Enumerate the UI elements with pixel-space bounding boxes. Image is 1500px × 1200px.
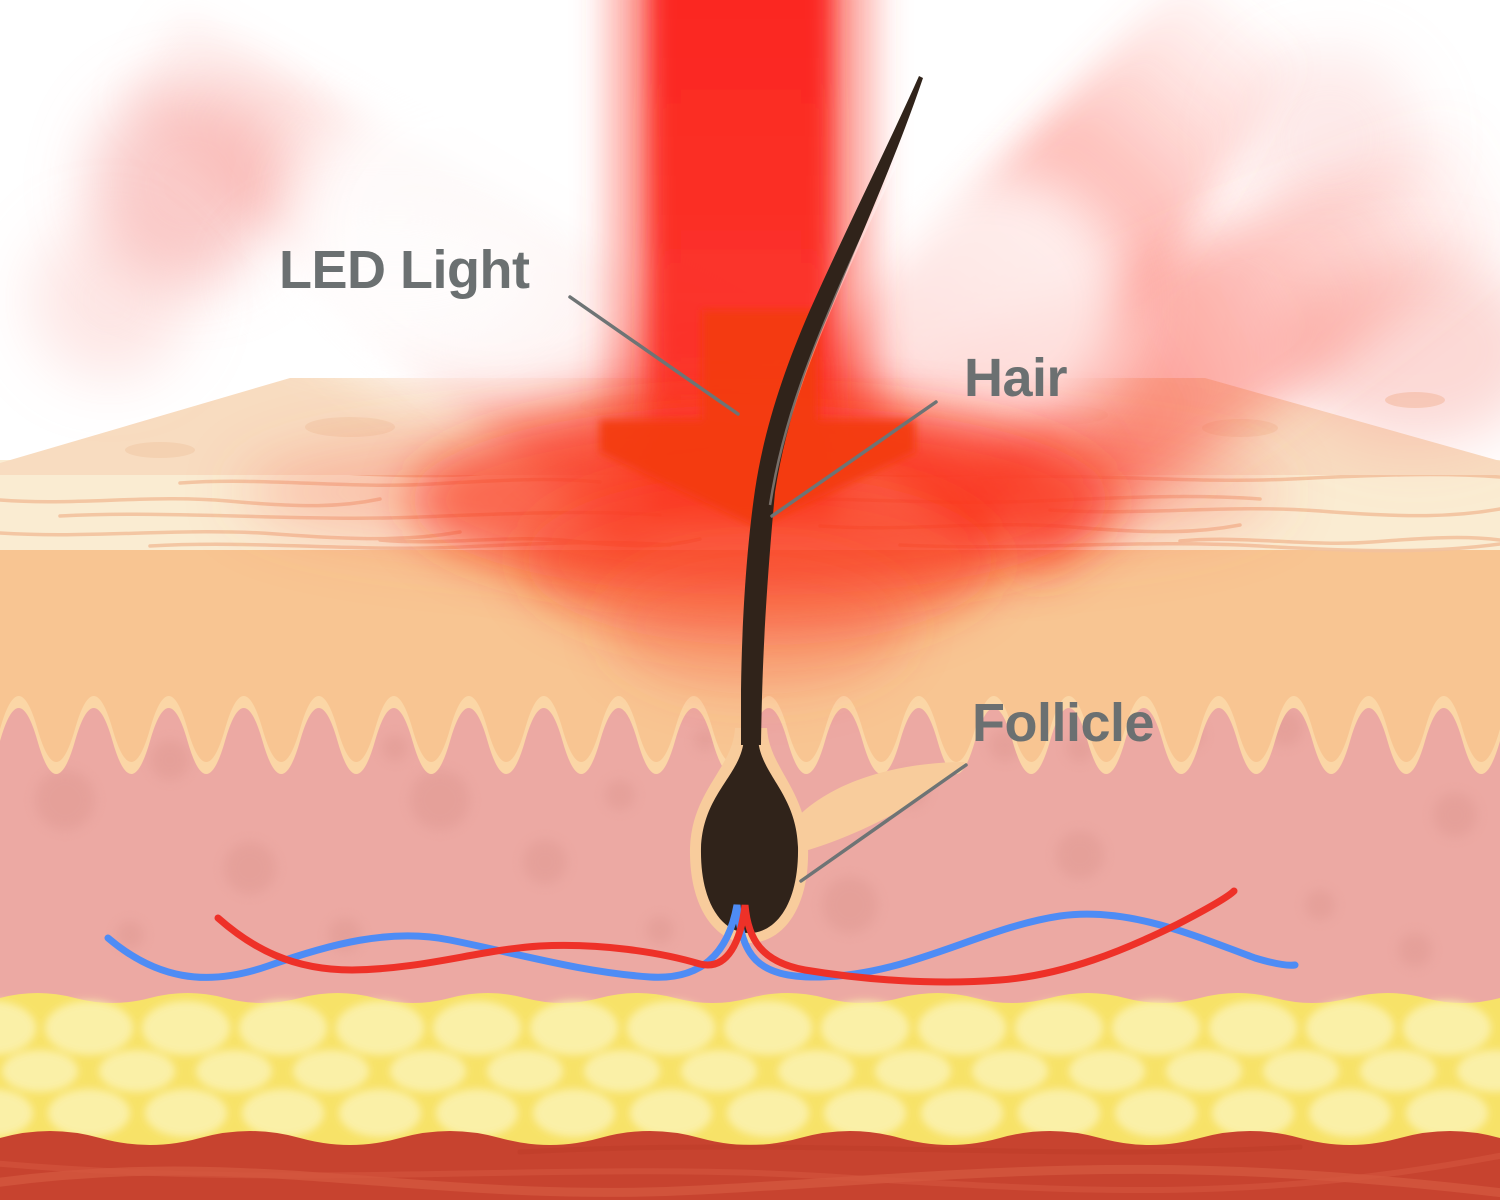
label-led-light: LED Light — [279, 240, 530, 300]
pointer-line-hair — [770, 400, 938, 518]
fat-cells — [0, 1001, 1500, 1137]
blood-vessel-blue — [104, 904, 1299, 981]
pointer-line-led-light — [568, 295, 740, 416]
hair-follicle-bulb — [700, 738, 799, 933]
blood-vessel-red — [214, 887, 1238, 986]
pointer-line-follicle — [799, 763, 968, 883]
beam-glow-left-low — [30, 220, 190, 380]
white-glow-label — [245, 208, 545, 348]
label-pointer-lines — [568, 295, 968, 883]
label-follicle: Follicle — [972, 693, 1155, 753]
sebaceous-gland — [778, 762, 965, 854]
muscle-fibers — [0, 1144, 1500, 1198]
label-hair: Hair — [964, 348, 1068, 408]
hair-shaft — [741, 76, 923, 745]
white-glow-right — [835, 165, 1135, 445]
hair-highlight — [768, 159, 900, 506]
blood-vessels — [104, 887, 1299, 986]
